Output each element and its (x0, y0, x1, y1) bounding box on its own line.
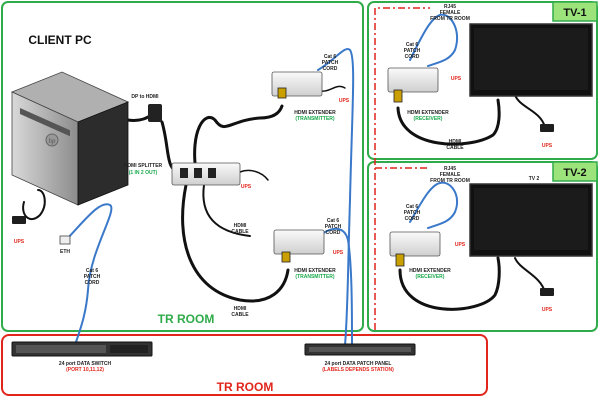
tx1-subtitle: (TRANSMITTER) (295, 116, 334, 122)
tv1-tag: TV-1 (552, 1, 598, 22)
tx2-cord-label-2: PATCH (325, 224, 342, 230)
pc-eth-label: ETH (60, 249, 70, 255)
patch-subtitle: (LABELS DEPENDS STATION) (322, 367, 394, 373)
pc-power-cord (22, 189, 46, 221)
rx1-rj45-label-3: FROM TR ROOM (430, 16, 470, 22)
tx2-hdmi-cable-label-1: HDMI (234, 306, 247, 312)
rx2-rj45-label-3: FROM TR ROOM (430, 178, 470, 184)
tx1-cord-label-2: PATCH (322, 60, 339, 66)
tv2-power-cord (514, 257, 546, 293)
tv1-power-cord (514, 94, 546, 128)
tr-room-red-title: TR ROOM (217, 380, 274, 394)
rx2-rj45-label-1: RJ45 (444, 166, 456, 172)
rx1-title: HDMI EXTENDER (407, 110, 449, 116)
rx1-cord-label-1: Cat 6 (406, 42, 418, 48)
rx2-title: HDMI EXTENDER (409, 268, 451, 274)
switch-ports: (PORT 10,11,12) (66, 367, 104, 373)
hdmi-extender-transmitter-1 (271, 71, 323, 99)
client-pc-tower: hp (10, 71, 130, 206)
tr-room-green-zone (1, 1, 364, 332)
svg-text:hp: hp (49, 137, 57, 145)
splitter-hdmi-label-1: HDMI (234, 223, 247, 229)
patch-panel (304, 343, 416, 356)
eth-cord-label-3: CORD (85, 280, 100, 286)
rx1-cord-label-2: PATCH (404, 48, 421, 54)
rx2-subtitle: (RECEIVER) (416, 274, 445, 280)
tv2-name-label: TV 2 (529, 176, 540, 182)
patch-title: 24 port DATA PATCH PANEL (325, 361, 392, 367)
rx1-hdmi-label-2: CABLE (446, 145, 464, 151)
rx2-cord-label-2: PATCH (404, 210, 421, 216)
tx2-ups-label: UPS (333, 250, 344, 256)
tx1-ups-label: UPS (339, 98, 350, 104)
pc-ups-outlet (12, 216, 26, 224)
tx2-cord-label-3: CORD (326, 230, 341, 236)
hdmi-extender-transmitter-2 (273, 229, 325, 263)
tx1-cord-label-1: Cat 6 (324, 54, 336, 60)
hdmi-splitter (171, 162, 241, 186)
rx1-subtitle: (RECEIVER) (414, 116, 443, 122)
tv2-label: TV-2 (563, 167, 586, 179)
switch-title: 24 port DATA SWITCH (59, 361, 112, 367)
tr-room-red-zone (1, 334, 488, 396)
rx1-ups-label: UPS (451, 76, 462, 82)
splitter-hdmi-label-2: CABLE (231, 229, 249, 235)
tv2-ups-outlet (540, 288, 554, 296)
rx2-rj45-label-2: FEMALE (440, 172, 461, 178)
tv1-label: TV-1 (563, 7, 586, 19)
rx2-cat6-cable (409, 181, 459, 229)
tv2-tag: TV-2 (552, 161, 598, 182)
tv2-ups-label: UPS (542, 307, 553, 313)
eth-cord-label-2: PATCH (84, 274, 101, 280)
tv1-zone (367, 1, 598, 160)
tx2-cat6-cable (321, 227, 353, 346)
pc-ups-label: UPS (14, 239, 25, 245)
client-pc-title: CLIENT PC (28, 33, 92, 47)
splitter-ups-cord (239, 169, 269, 181)
rx1-rj45-label-1: RJ45 (444, 4, 456, 10)
tx1-cord-label-3: CORD (323, 66, 338, 72)
tv1-screen (469, 23, 593, 97)
eth-cat6-cable (65, 203, 113, 346)
tx1-cat6-cable (317, 48, 355, 346)
rx2-cord-label-1: Cat 6 (406, 204, 418, 210)
splitter-subtitle: (1 IN 2 OUT) (129, 170, 158, 176)
hdmi-cable-to-transmitter2 (181, 183, 290, 303)
splitter-title: HDMI SPLITTER (124, 163, 163, 169)
tx2-title: HDMI EXTENDER (294, 268, 336, 274)
tv1-ups-label: UPS (542, 143, 553, 149)
data-switch (11, 341, 153, 357)
rx1-cord-label-3: CORD (405, 54, 420, 60)
rx1-rj45-label-2: FEMALE (440, 10, 461, 16)
tx2-subtitle: (TRANSMITTER) (295, 274, 334, 280)
rx2-ups-label: UPS (455, 242, 466, 248)
tr-room-green-title: TR ROOM (158, 312, 215, 326)
splitter-ups-label: UPS (241, 184, 252, 190)
eth-cord-label-1: Cat 6 (86, 268, 98, 274)
hdmi-cable-rx1-to-tv1 (396, 98, 501, 146)
rx1-hdmi-label-1: HDMI (449, 139, 462, 145)
hdmi-cable-rx2-to-tv2 (398, 256, 501, 311)
tv1-ups-outlet (540, 124, 554, 132)
tx2-cord-label-1: Cat 6 (327, 218, 339, 224)
hdmi-extender-receiver-2 (389, 231, 441, 267)
rx1-cat6-cable (409, 13, 459, 67)
red-boundary-line-tv1 (374, 7, 430, 330)
hdmi-cable-splitter-out (202, 184, 251, 237)
pc-eth-port (59, 235, 71, 245)
hdmi-cable-to-transmitter1 (193, 104, 284, 174)
tv2-screen (469, 183, 593, 257)
tv2-zone (367, 161, 598, 332)
dp-to-hdmi-adapter (148, 104, 162, 122)
hdmi-extender-receiver-1 (387, 67, 439, 103)
tx1-title: HDMI EXTENDER (294, 110, 336, 116)
rx2-cord-label-3: CORD (405, 216, 420, 222)
dp-to-hdmi-label: DP to HDMI (131, 94, 159, 100)
tx2-hdmi-cable-label-2: CABLE (231, 312, 249, 318)
